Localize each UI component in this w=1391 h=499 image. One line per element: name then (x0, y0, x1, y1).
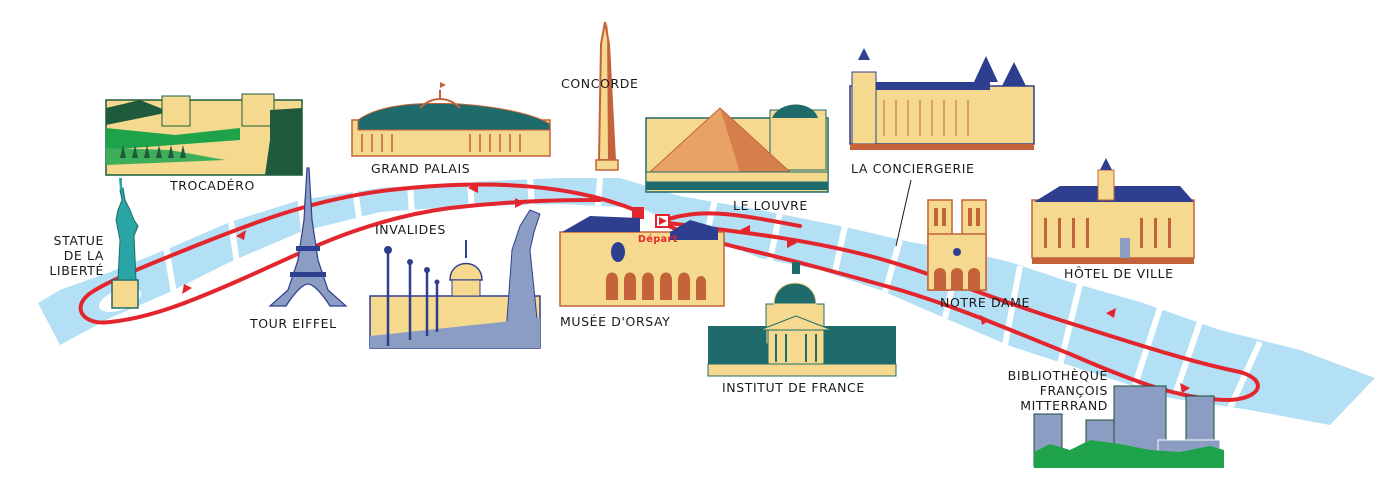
start-stop-marker (632, 207, 644, 219)
label-bibliotheque: BIBLIOTHÈQUE FRANÇOIS MITTERRAND (970, 368, 1108, 413)
label-line: LA CONCIERGERIE (851, 161, 975, 176)
label-notre-dame: NOTRE DAME (940, 295, 1030, 310)
label-statue-liberte: STATUE DE LA LIBERTÉ (28, 233, 104, 278)
bibliotheque-illustration (1033, 385, 1224, 468)
label-line: MITTERRAND (1020, 398, 1108, 413)
label-line: LIBERTÉ (49, 263, 104, 278)
label-line: INSTITUT DE FRANCE (722, 380, 865, 395)
institut-de-france-illustration (707, 262, 897, 377)
musee-orsay-illustration (559, 216, 725, 307)
label-line: STATUE (53, 233, 104, 248)
label-line: TROCADÉRO (170, 178, 255, 193)
invalides-illustration (369, 209, 541, 349)
label-le-louvre: LE LOUVRE (733, 198, 808, 213)
hotel-de-ville-illustration (1031, 158, 1195, 264)
route-arrows (182, 183, 1190, 393)
label-concorde: CONCORDE (561, 76, 639, 91)
label-line: CONCORDE (561, 76, 639, 91)
statue-liberte-illustration (111, 178, 139, 309)
label-line: GRAND PALAIS (371, 161, 471, 176)
conciergerie-leader-line (895, 179, 912, 247)
trocadero-illustration (105, 93, 303, 176)
start-label: Départ (638, 234, 678, 245)
label-line: MUSÉE D'ORSAY (560, 314, 671, 329)
notre-dame-illustration (927, 199, 987, 291)
label-invalides: INVALIDES (375, 222, 446, 237)
label-tour-eiffel: TOUR EIFFEL (250, 316, 337, 331)
label-line: LE LOUVRE (733, 198, 808, 213)
concorde-obelisk-illustration (595, 21, 619, 171)
label-conciergerie: LA CONCIERGERIE (851, 161, 975, 176)
label-hotel-de-ville: HÔTEL DE VILLE (1064, 266, 1174, 281)
label-line: FRANÇOIS (1039, 383, 1108, 398)
label-musee-orsay: MUSÉE D'ORSAY (560, 314, 670, 329)
label-line: BIBLIOTHÈQUE (1007, 368, 1108, 383)
label-institut-france: INSTITUT DE FRANCE (722, 380, 865, 395)
le-louvre-illustration (645, 104, 829, 193)
grand-palais-illustration (351, 82, 551, 157)
label-trocadero: TROCADÉRO (170, 178, 255, 193)
label-grand-palais: GRAND PALAIS (371, 161, 470, 176)
tour-eiffel-illustration (268, 167, 348, 307)
label-line: INVALIDES (375, 222, 446, 237)
label-line: DE LA (63, 248, 104, 263)
label-line: NOTRE DAME (940, 295, 1031, 310)
la-conciergerie-illustration (849, 48, 1035, 150)
label-line: HÔTEL DE VILLE (1064, 266, 1174, 281)
label-line: TOUR EIFFEL (250, 316, 337, 331)
start-direction-marker (655, 214, 670, 228)
